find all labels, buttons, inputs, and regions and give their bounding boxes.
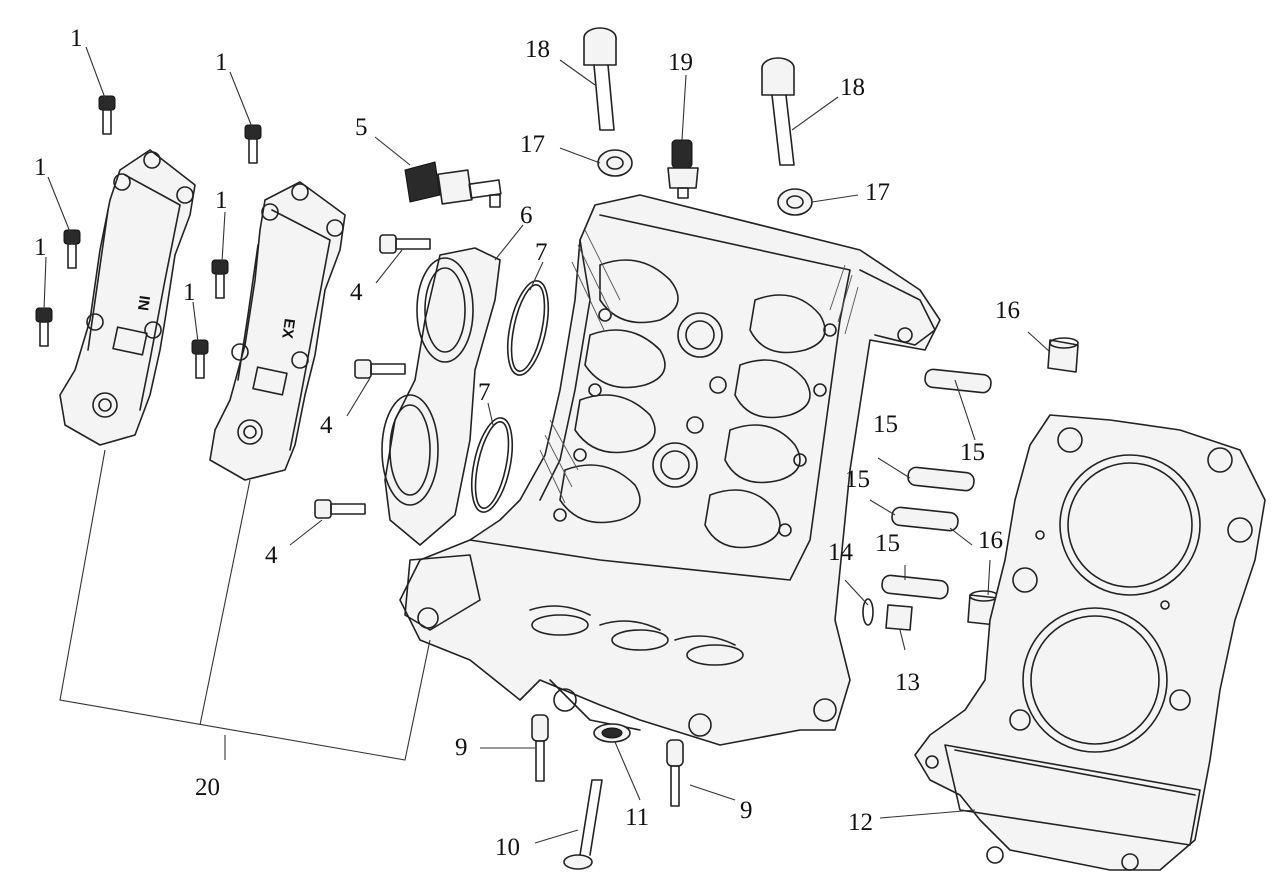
callout-15: 15	[845, 466, 870, 493]
intake-holder-icon	[381, 247, 501, 546]
callout-1: 1	[215, 187, 228, 214]
callout-4: 4	[320, 412, 333, 439]
callout-16: 16	[978, 527, 1003, 554]
callout-18: 18	[525, 36, 550, 63]
callout-1: 1	[183, 279, 196, 306]
callout-5: 5	[355, 114, 368, 141]
exhaust-stamp: EX	[278, 317, 298, 339]
callout-4: 4	[350, 279, 363, 306]
callout-1: 1	[34, 234, 47, 261]
callout-20: 20	[195, 774, 220, 801]
callout-12: 12	[848, 809, 873, 836]
leader-lines	[43, 46, 1051, 844]
callout-9: 9	[740, 797, 753, 824]
bolt-icon	[314, 234, 431, 519]
callout-15: 15	[875, 530, 900, 557]
spark-plug-icon	[667, 139, 699, 199]
callout-labels: 1 1 1 1 1 1 1 1 4 4 4 5 6 7 7 9 9 10 11 …	[34, 25, 1020, 861]
cylinder-head-icon	[399, 194, 941, 746]
bolt-icon	[35, 95, 262, 379]
callout-17: 17	[520, 131, 545, 158]
callout-4: 4	[265, 542, 278, 569]
callout-7: 7	[478, 379, 491, 406]
intake-stamp: IN	[134, 294, 153, 311]
bolt-icon	[531, 714, 684, 870]
washer-icon	[597, 149, 813, 216]
callout-18: 18	[840, 74, 865, 101]
callout-7: 7	[535, 239, 548, 266]
callout-17: 17	[865, 179, 890, 206]
callout-15: 15	[873, 411, 898, 438]
callout-1: 1	[34, 154, 47, 181]
camshaft-holder-icon: EX	[209, 181, 346, 481]
callout-15: 15	[960, 439, 985, 466]
sensor-icon	[404, 161, 502, 208]
bolt-icon	[583, 27, 795, 166]
callout-9: 9	[455, 734, 468, 761]
callout-13: 13	[895, 669, 920, 696]
callout-10: 10	[495, 834, 520, 861]
head-gasket-icon	[914, 414, 1266, 871]
callout-1: 1	[215, 49, 228, 76]
callout-14: 14	[828, 539, 854, 566]
callout-11: 11	[625, 804, 649, 831]
callout-6: 6	[520, 202, 533, 229]
callout-19: 19	[668, 49, 693, 76]
camshaft-holder-icon: IN	[59, 149, 196, 446]
o-ring-icon	[470, 280, 550, 513]
callout-1: 1	[70, 25, 83, 52]
callout-16: 16	[995, 297, 1020, 324]
